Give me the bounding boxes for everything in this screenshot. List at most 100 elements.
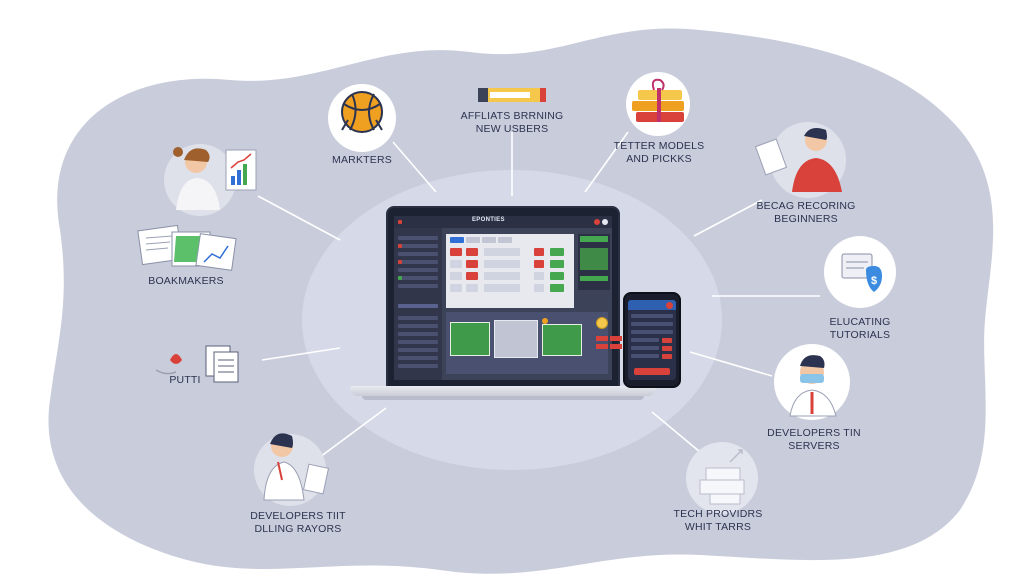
app-brand: EPONTIES xyxy=(472,217,505,223)
sidebar-item[interactable] xyxy=(398,252,438,256)
phone-cta-button[interactable] xyxy=(634,368,670,375)
stats-header xyxy=(580,236,608,242)
sidebar-item[interactable] xyxy=(398,324,438,328)
field-left xyxy=(450,322,490,356)
phone-row[interactable] xyxy=(631,338,659,342)
odds-panel xyxy=(446,234,574,308)
odds-cell[interactable] xyxy=(484,272,520,280)
tech-providers-label: TECH PROVIDRS WHIT TARRS xyxy=(673,508,763,533)
sidebar-dot-red xyxy=(398,260,402,264)
odds-cell-red[interactable] xyxy=(534,248,544,256)
sidebar-item[interactable] xyxy=(398,332,438,336)
marketers-label: MARKTERS xyxy=(332,154,392,166)
sidebar-item[interactable] xyxy=(398,276,438,280)
svg-text:$: $ xyxy=(871,275,877,287)
odds-cell-red[interactable] xyxy=(450,248,462,256)
sidebar-item[interactable] xyxy=(398,244,438,248)
panel-tab[interactable] xyxy=(466,237,480,243)
stats-button[interactable] xyxy=(580,276,608,281)
tech-providers-icon xyxy=(686,442,758,514)
laptop-base xyxy=(350,386,656,396)
sidebar-item[interactable] xyxy=(398,364,438,368)
phone-odds-red[interactable] xyxy=(662,346,672,351)
laptop-screen-frame: EPONTIES xyxy=(386,206,620,388)
phone-row[interactable] xyxy=(631,346,659,350)
tutorials-icon: $ xyxy=(824,236,896,308)
bookmaker-documents-icon xyxy=(137,224,237,271)
panel-tab[interactable] xyxy=(482,237,496,243)
dev-servers-label: DEVELOPERS TIN SERVERS xyxy=(767,427,861,452)
sidebar-item[interactable] xyxy=(398,284,438,288)
tipsters-label: TETTER MODELS AND PICKKS xyxy=(613,140,705,165)
phone-badge xyxy=(666,302,673,309)
phone-header xyxy=(628,300,676,310)
sidebar-dot-red xyxy=(398,244,402,248)
fields-panel xyxy=(446,312,608,374)
bookmakers-label: BOAKMAKERS xyxy=(148,275,224,287)
odds-cell[interactable] xyxy=(466,284,478,292)
side-button-red[interactable] xyxy=(610,336,622,341)
odds-cell[interactable] xyxy=(450,284,462,292)
odds-cell[interactable] xyxy=(484,284,520,292)
topbar-badge xyxy=(594,219,600,225)
stats-chart xyxy=(580,248,608,270)
laptop-base-shadow xyxy=(362,396,644,400)
odds-cell-red[interactable] xyxy=(466,272,478,280)
sidebar-item[interactable] xyxy=(398,356,438,360)
sidebar-item[interactable] xyxy=(398,348,438,352)
odds-cell-red[interactable] xyxy=(466,260,478,268)
affiliates-label: AFFLIATS BRRNING NEW USBERS xyxy=(460,110,564,135)
odds-cell-green[interactable] xyxy=(550,248,564,256)
laptop-screen: EPONTIES xyxy=(394,216,612,380)
sidebar-item[interactable] xyxy=(398,268,438,272)
odds-cell[interactable] xyxy=(484,260,520,268)
odds-cell[interactable] xyxy=(484,248,520,256)
menu-dot xyxy=(398,220,402,224)
developer-servers-icon xyxy=(774,344,850,420)
side-button-red[interactable] xyxy=(596,336,608,341)
app-sidebar xyxy=(394,228,442,380)
odds-cell[interactable] xyxy=(450,260,462,268)
odds-cell-red[interactable] xyxy=(466,248,478,256)
odds-cell-green[interactable] xyxy=(550,260,564,268)
odds-cell[interactable] xyxy=(534,272,544,280)
panel-tab[interactable] xyxy=(498,237,512,243)
topbar-avatar xyxy=(602,219,608,225)
sidebar-item[interactable] xyxy=(398,260,438,264)
app-topbar: EPONTIES xyxy=(394,216,612,228)
laptop: EPONTIES xyxy=(350,206,656,404)
field-right xyxy=(542,324,582,356)
phone-row[interactable] xyxy=(631,354,659,358)
odds-cell[interactable] xyxy=(450,272,462,280)
sidebar-item[interactable] xyxy=(398,236,438,240)
phone-odds-red[interactable] xyxy=(662,338,672,343)
sidebar-item[interactable] xyxy=(398,316,438,320)
side-button-red[interactable] xyxy=(610,344,622,349)
phone-row[interactable] xyxy=(631,314,673,318)
panel-tab-active[interactable] xyxy=(450,237,464,243)
marketers-icon xyxy=(328,84,396,152)
emoji-icon xyxy=(596,317,608,329)
odds-cell-green[interactable] xyxy=(550,284,564,292)
field-middle xyxy=(494,320,538,358)
odds-cell-red[interactable] xyxy=(534,260,544,268)
odds-cell-green[interactable] xyxy=(550,272,564,280)
phone-odds-red[interactable] xyxy=(662,354,672,359)
app-red-buttons xyxy=(596,336,622,358)
punters-icon xyxy=(155,345,239,383)
affiliates-icon xyxy=(478,88,546,102)
sidebar-dot-green xyxy=(398,276,402,280)
phone-row[interactable] xyxy=(631,330,673,334)
sidebar-item-active[interactable] xyxy=(398,304,438,308)
tutorials-label: ELUCATING TUTORIALS xyxy=(829,316,891,341)
field-badge xyxy=(542,318,548,324)
sidebar-item[interactable] xyxy=(398,340,438,344)
smartphone xyxy=(623,292,681,388)
odds-cell[interactable] xyxy=(534,284,544,292)
beginners-label: BECAG RECORING BEGINNERS xyxy=(756,200,856,225)
stats-panel xyxy=(578,234,610,290)
phone-row[interactable] xyxy=(631,322,673,326)
developer-players-icon xyxy=(254,433,330,506)
side-button-red[interactable] xyxy=(596,344,608,349)
